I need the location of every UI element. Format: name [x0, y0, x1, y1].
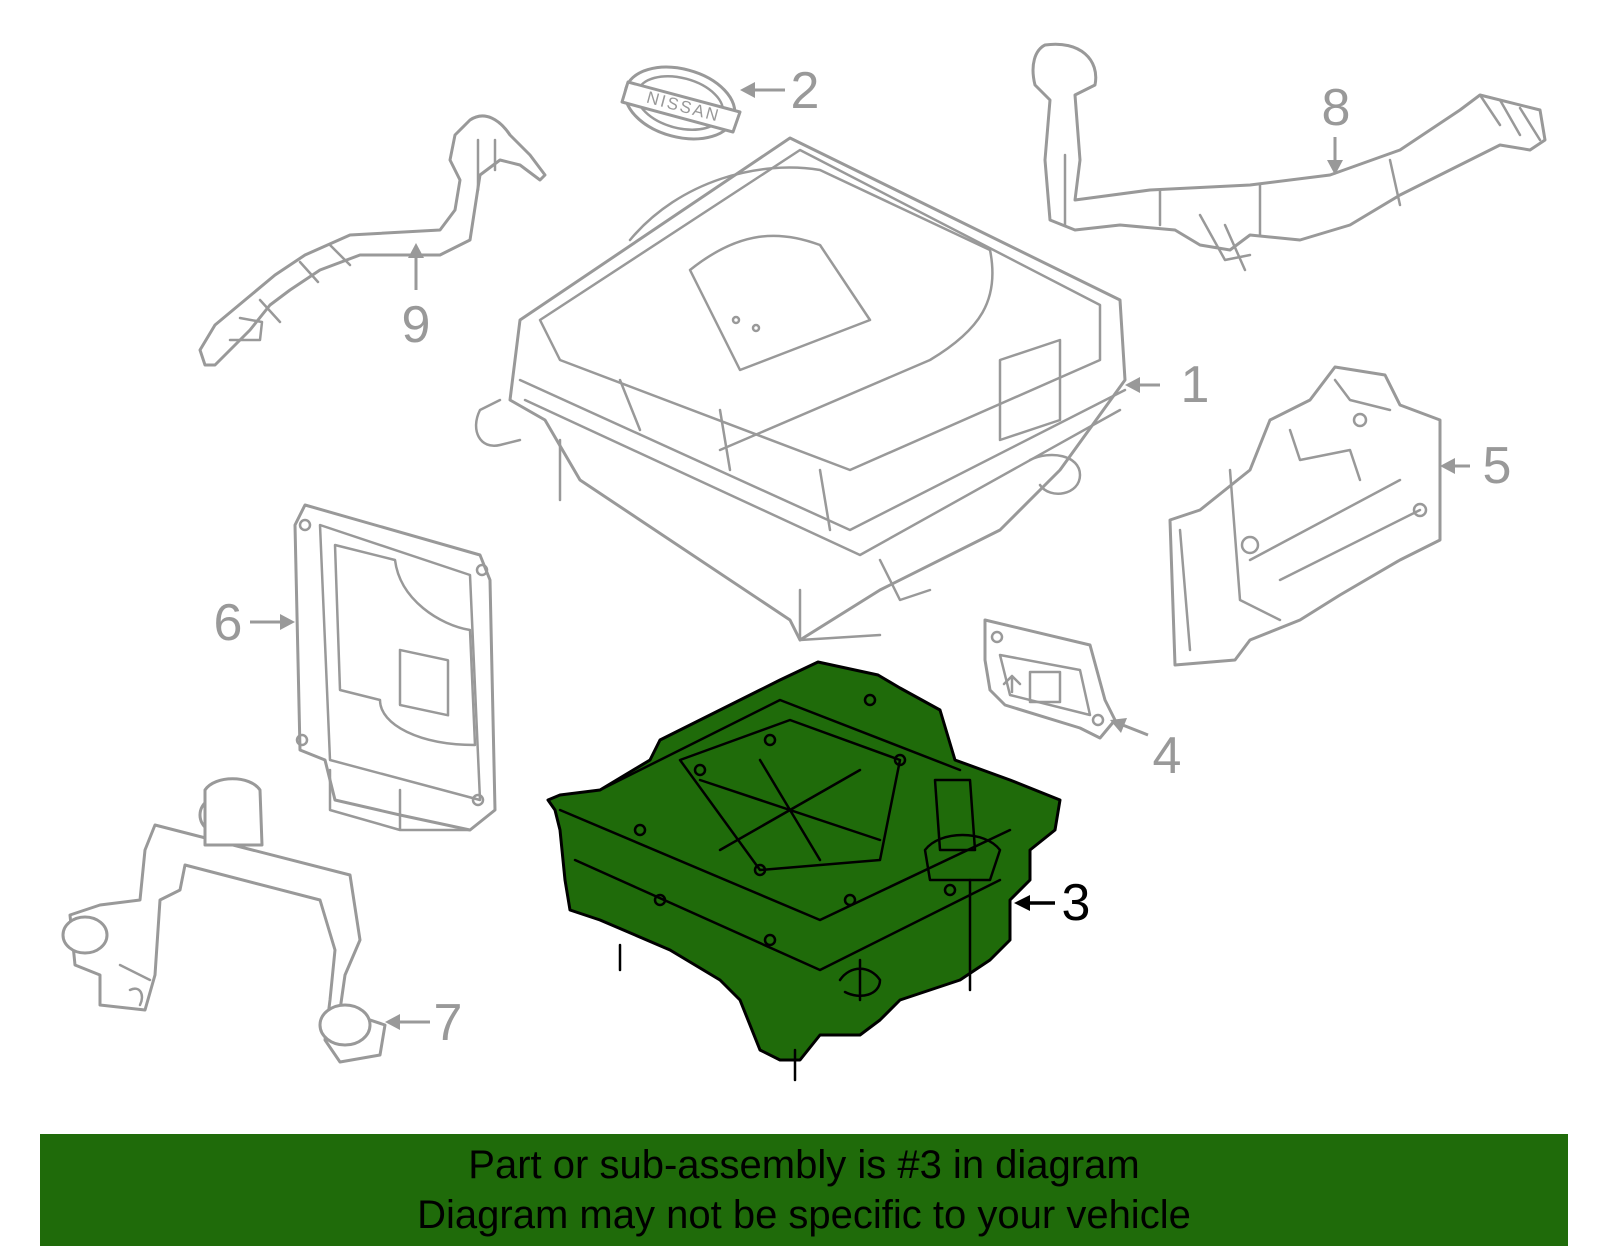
part-6-gasket[interactable] — [293, 503, 497, 832]
banner-line-1: Part or sub-assembly is #3 in diagram — [468, 1143, 1140, 1187]
callout-4: 4 — [1153, 727, 1182, 785]
leader-lines — [250, 82, 1470, 1030]
part-4-bracket[interactable] — [983, 618, 1117, 740]
callout-9: 9 — [402, 296, 431, 354]
callout-8: 8 — [1322, 79, 1351, 137]
part-3-inverter-assembly[interactable] — [546, 660, 1062, 1082]
callout-2: 2 — [791, 62, 820, 120]
part-7-harness-bracket[interactable] — [61, 777, 387, 1064]
info-banner: Part or sub-assembly is #3 in diagram Di… — [40, 1134, 1568, 1246]
part-8-cable-harness[interactable] — [1031, 42, 1547, 272]
callout-numbers: 1 2 3 4 5 6 7 8 9 — [214, 62, 1512, 1052]
banner-line-2: Diagram may not be specific to your vehi… — [417, 1193, 1191, 1237]
part-9-sensor-wire[interactable] — [198, 114, 547, 367]
callout-1: 1 — [1181, 356, 1210, 414]
part-1-housing[interactable] — [474, 136, 1127, 642]
part-2-emblem[interactable]: NISSAN — [617, 56, 743, 151]
callout-7: 7 — [434, 994, 463, 1052]
callout-5: 5 — [1483, 437, 1512, 495]
callout-3: 3 — [1062, 874, 1091, 932]
callout-6: 6 — [214, 594, 243, 652]
part-5-side-bracket[interactable] — [1168, 365, 1442, 667]
